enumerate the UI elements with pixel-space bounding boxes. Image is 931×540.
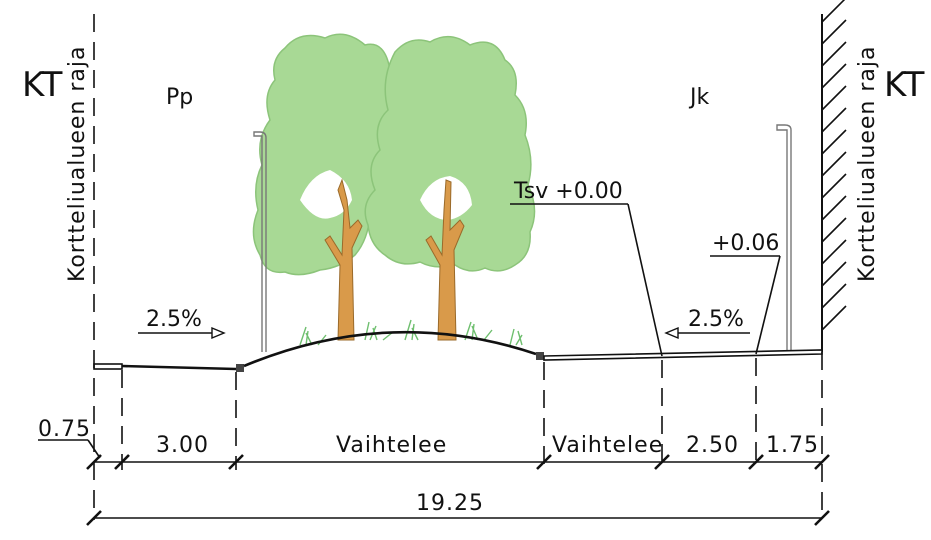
hatch-line	[821, 217, 847, 243]
hatch-line	[821, 19, 847, 45]
leader-elevation	[710, 255, 781, 355]
dimension-vaihtelee-2: Vaihtelee	[552, 433, 663, 458]
tsv-elevation-label: Tsv +0.00	[513, 179, 623, 204]
dimension-tick	[748, 454, 764, 470]
dimension-2-50: 2.50	[686, 433, 739, 458]
dimension-tick	[654, 454, 670, 470]
dimension-0-75: 0.75	[38, 417, 91, 442]
dimension-vaihtelee-1: Vaihtelee	[336, 433, 447, 458]
hatch-line	[821, 41, 847, 67]
elevation-label: +0.06	[712, 231, 779, 256]
kt-right-label: KT	[884, 65, 925, 105]
hatch-line	[821, 129, 847, 155]
boundary-wall-hatch	[821, 0, 847, 352]
grass	[299, 319, 523, 346]
lamp-post-right	[776, 124, 792, 352]
dimension-tick	[114, 454, 130, 470]
zone-label-jk: Jk	[688, 85, 709, 110]
leader-tsv	[510, 203, 663, 357]
slope-label-right: 2.5%	[688, 307, 744, 332]
dimension-tick	[814, 510, 830, 526]
dimension-tick	[86, 454, 102, 470]
hatch-line	[821, 261, 847, 287]
hatch-line	[821, 107, 847, 133]
hatch-line	[821, 305, 847, 331]
zone-label-pp: Pp	[166, 85, 193, 110]
lamp-post-left	[253, 131, 267, 352]
kt-left-label: KT	[22, 65, 63, 105]
slope-arrow-right	[664, 326, 750, 340]
dimension-1-75: 1.75	[766, 433, 819, 458]
slope-arrow-left	[138, 326, 226, 340]
boundary-label-right: Kortteliualueen raja	[855, 46, 880, 282]
hatch-line	[821, 0, 846, 23]
dimension-extension-lines	[121, 358, 757, 470]
hatch-line	[821, 195, 847, 221]
dimension-lines	[38, 439, 830, 526]
hatch-line	[821, 283, 847, 309]
hatch-line	[821, 173, 847, 199]
dimension-tick	[814, 454, 830, 470]
dimension-tick	[86, 510, 102, 526]
hatch-line	[821, 63, 847, 89]
ground-profile	[93, 330, 823, 372]
hatch-line	[821, 239, 847, 265]
boundary-label-left: Kortteliualueen raja	[65, 46, 90, 282]
tree-trunks	[324, 178, 465, 341]
dimension-tick	[228, 454, 244, 470]
slope-label-left: 2.5%	[146, 307, 202, 332]
hatch-line	[821, 151, 847, 177]
dimension-tick	[536, 454, 552, 470]
hatch-line	[821, 85, 847, 111]
dimension-total: 19.25	[416, 491, 484, 516]
tree-foliage	[252, 33, 536, 276]
dimension-3-00: 3.00	[156, 433, 209, 458]
